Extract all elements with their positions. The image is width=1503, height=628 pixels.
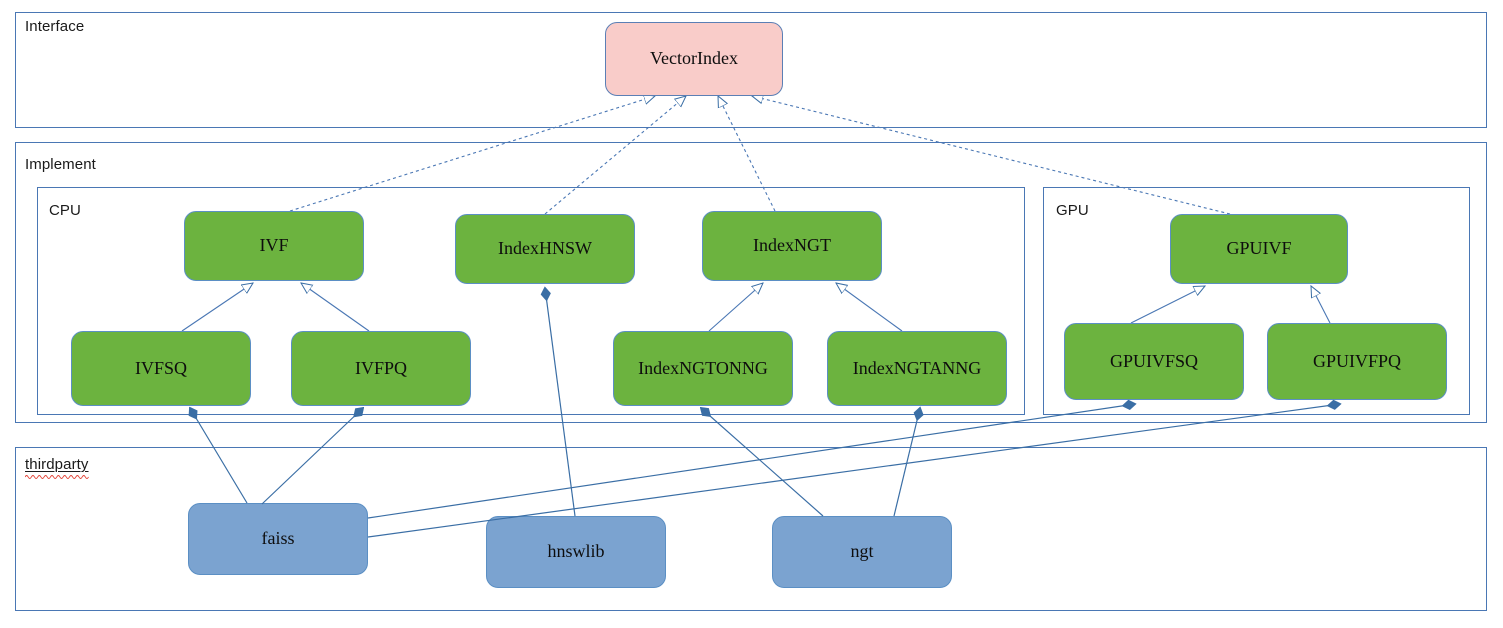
group-label-cpu: CPU (49, 202, 81, 219)
node-hnswlib[interactable]: hnswlib (486, 516, 666, 588)
node-indexngtonng[interactable]: IndexNGTONNG (613, 331, 793, 406)
group-label-thirdparty: thirdparty (25, 456, 89, 479)
group-label-thirdparty-text: thirdparty (25, 456, 89, 473)
group-label-interface: Interface (25, 18, 85, 35)
node-faiss[interactable]: faiss (188, 503, 368, 575)
node-ivf[interactable]: IVF (184, 211, 364, 281)
node-indexhnsw[interactable]: IndexHNSW (455, 214, 635, 284)
node-ngt[interactable]: ngt (772, 516, 952, 588)
node-indexngtanng[interactable]: IndexNGTANNG (827, 331, 1007, 406)
node-vectorindex[interactable]: VectorIndex (605, 22, 783, 96)
node-ivfpq[interactable]: IVFPQ (291, 331, 471, 406)
node-gpuivfsq[interactable]: GPUIVFSQ (1064, 323, 1244, 400)
group-label-implement: Implement (25, 156, 96, 173)
node-gpuivfpq[interactable]: GPUIVFPQ (1267, 323, 1447, 400)
group-label-gpu: GPU (1056, 202, 1089, 219)
node-gpuivf[interactable]: GPUIVF (1170, 214, 1348, 284)
node-ivfsq[interactable]: IVFSQ (71, 331, 251, 406)
node-indexngt[interactable]: IndexNGT (702, 211, 882, 281)
